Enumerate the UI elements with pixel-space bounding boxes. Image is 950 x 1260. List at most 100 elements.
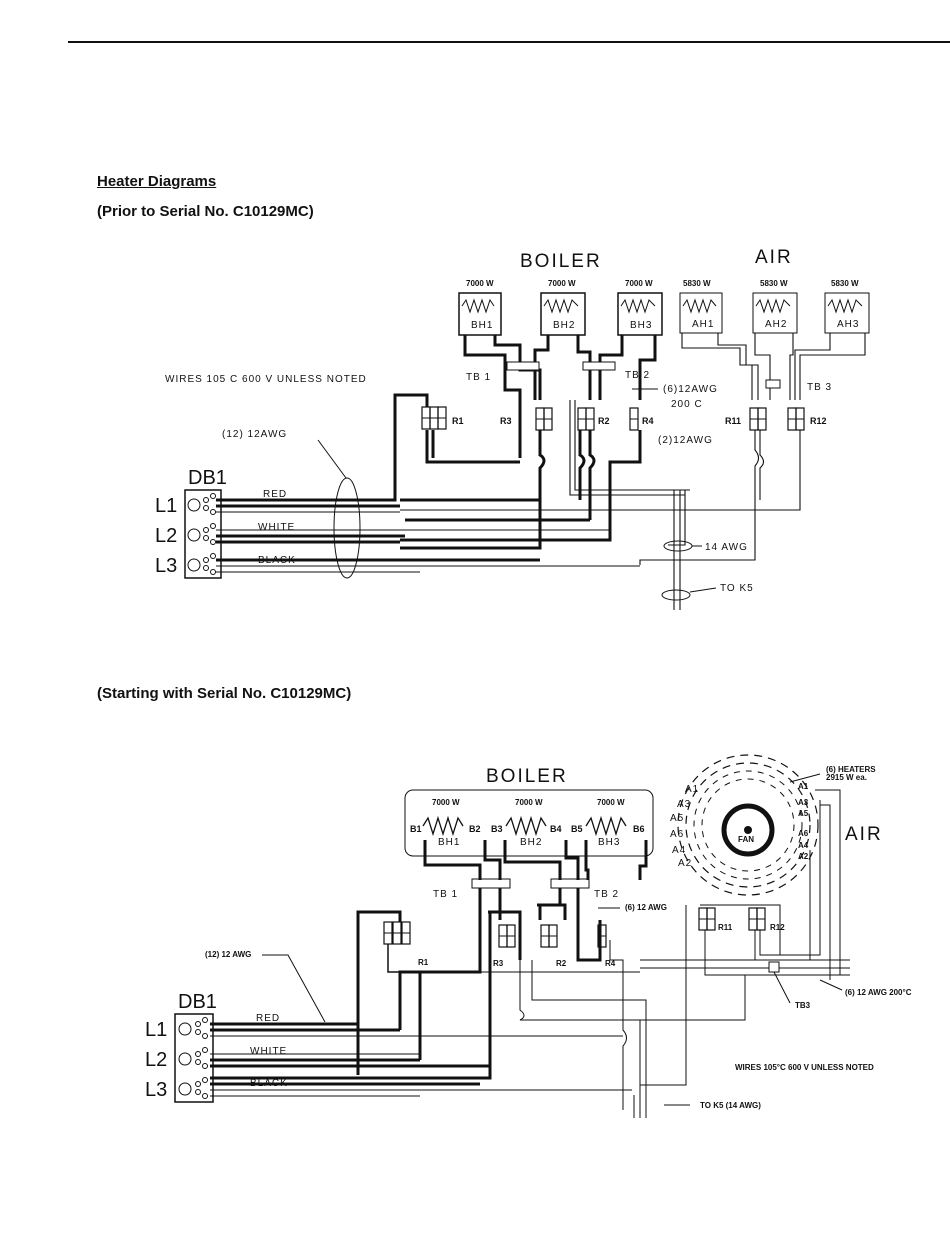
d2-tb1-box bbox=[471, 878, 511, 889]
d1-k5-ellipse bbox=[661, 589, 691, 601]
air-terminal-label: A4 bbox=[798, 841, 809, 850]
subtitle-prior: (Prior to Serial No. C10129MC) bbox=[97, 203, 314, 220]
d1-tb1-box bbox=[506, 361, 540, 371]
heater-rating: 7000 W bbox=[466, 279, 494, 288]
heater-rating: 5830 W bbox=[831, 279, 859, 288]
d1-12awg-leader bbox=[317, 439, 347, 479]
d2-wire-white: WHITE bbox=[250, 1046, 287, 1057]
d1-boiler-heater-bh3: 7000 W BH3 bbox=[617, 279, 663, 336]
d2-boiler-heater-bh1: 7000 W B1 B2 BH1 bbox=[410, 798, 481, 848]
d1-air-leads bbox=[400, 333, 866, 610]
d2-thin-wiring bbox=[430, 789, 850, 1110]
air-terminal-label: A3 bbox=[798, 798, 809, 807]
d2-relay-r4: R4 bbox=[597, 924, 616, 968]
d1-line-l2: L2 bbox=[155, 525, 177, 547]
relay-label: R3 bbox=[493, 959, 504, 968]
d2-to-k5: TO K5 (14 AWG) bbox=[700, 1101, 761, 1110]
d1-tb1-label: TB 1 bbox=[466, 372, 491, 383]
heater-label: BH3 bbox=[598, 837, 620, 848]
heater-rating: 5830 W bbox=[760, 279, 788, 288]
air-terminal-label: A5 bbox=[670, 813, 684, 824]
d2-relay-r11: R11 bbox=[698, 907, 733, 932]
relay-label: R4 bbox=[642, 416, 654, 426]
d2-wire-red: RED bbox=[256, 1013, 280, 1024]
d1-wire-red: RED bbox=[263, 489, 287, 500]
d1-to-k5: TO K5 bbox=[720, 583, 754, 594]
d1-wires-note: WIRES 105 C 600 V UNLESS NOTED bbox=[165, 374, 367, 385]
d2-db1-label: DB1 bbox=[178, 991, 217, 1013]
heater-rating: 7000 W bbox=[515, 798, 543, 807]
d2-6awg-200c-note: (6) 12 AWG 200°C bbox=[845, 988, 912, 997]
d1-relay-r2: R2 bbox=[577, 407, 610, 431]
d2-air-right-terminals: A1 A3 A5 A6 A4 A2 bbox=[798, 782, 809, 861]
d1-air-heater-ah3: 5830 W AH3 bbox=[824, 279, 870, 334]
d1-boiler-heater-bh1: 7000 W BH1 bbox=[458, 279, 502, 336]
d2-boiler-label: BOILER bbox=[486, 766, 568, 787]
terminal-label: B1 bbox=[410, 824, 422, 834]
d2-relay-r3: R3 bbox=[493, 924, 516, 968]
air-terminal-label: A4 bbox=[672, 845, 686, 856]
d1-tb2-box bbox=[582, 361, 616, 371]
air-terminal-label: A2 bbox=[678, 858, 692, 869]
d2-line-l2: L2 bbox=[145, 1049, 167, 1071]
d1-boiler-leads bbox=[400, 335, 657, 550]
d1-tb3-box bbox=[765, 379, 781, 389]
d2-12-12awg-note: (12) 12 AWG bbox=[205, 950, 251, 959]
d2-tb3-box bbox=[768, 961, 780, 973]
d1-relay-r3: R3 bbox=[500, 407, 553, 431]
d2-relay-r1: R1 bbox=[356, 910, 429, 1075]
heater-label: AH2 bbox=[765, 319, 787, 330]
d1-air-heater-ah1: 5830 W AH1 bbox=[679, 279, 723, 334]
d2-db1-terminals bbox=[178, 1017, 208, 1099]
d1-relay-r11: R11 bbox=[725, 407, 767, 431]
d1-relay-r1: R1 bbox=[421, 406, 464, 430]
air-terminal-label: A1 bbox=[798, 782, 809, 791]
d1-12awg-note: (12) 12AWG bbox=[222, 429, 287, 440]
relay-label: R4 bbox=[605, 959, 616, 968]
heater-label: AH1 bbox=[692, 319, 714, 330]
d2-heaters-note-2: 2915 W ea. bbox=[826, 773, 867, 782]
d2-tb2-label: TB 2 bbox=[594, 889, 619, 900]
air-terminal-label: A6 bbox=[670, 829, 684, 840]
heater-label: AH3 bbox=[837, 319, 859, 330]
d2-wire-black: BLACK bbox=[250, 1078, 288, 1089]
d1-line-l3: L3 bbox=[155, 555, 177, 577]
d1-k5-leader bbox=[689, 587, 717, 593]
terminal-label: B5 bbox=[571, 824, 583, 834]
d2-db1-block bbox=[174, 1013, 214, 1103]
heater-label: BH3 bbox=[630, 320, 652, 331]
heater-rating: 7000 W bbox=[548, 279, 576, 288]
d2-heaters-note-1: (6) HEATERS bbox=[826, 765, 876, 774]
air-terminal-label: A6 bbox=[798, 829, 809, 838]
relay-label: R12 bbox=[770, 923, 785, 932]
heater-label: BH1 bbox=[471, 320, 493, 331]
d2-relay-r12: R12 bbox=[748, 907, 785, 932]
d1-tb3-label: TB 3 bbox=[807, 382, 832, 393]
d2-tb1-label: TB 1 bbox=[433, 889, 458, 900]
subtitle-starting: (Starting with Serial No. C10129MC) bbox=[97, 685, 352, 702]
d2-line-l3: L3 bbox=[145, 1079, 167, 1101]
d1-bundle-ellipse bbox=[333, 477, 361, 579]
d1-wire-black: BLACK bbox=[258, 555, 296, 566]
page-title: Heater Diagrams bbox=[97, 173, 217, 190]
d2-boiler-box bbox=[404, 789, 654, 857]
d2-boiler-heater-bh3: 7000 W B5 B6 BH3 bbox=[571, 798, 645, 848]
d1-6awg-note: (6)12AWG bbox=[663, 384, 718, 395]
relay-label: R1 bbox=[418, 958, 429, 967]
d2-k5-arrows bbox=[633, 1095, 690, 1118]
air-terminal-label: A5 bbox=[798, 809, 809, 818]
d2-feed-wires bbox=[210, 972, 632, 1097]
d2-air-left-terminals: A1 A3 A5 A6 A4 A2 bbox=[670, 784, 698, 869]
d1-boiler-heater-bh2: 7000 W BH2 bbox=[540, 279, 586, 336]
heater-label: BH1 bbox=[438, 837, 460, 848]
d1-feed-wires bbox=[216, 393, 640, 573]
air-terminal-label: A2 bbox=[798, 852, 809, 861]
relay-label: R2 bbox=[598, 416, 610, 426]
header-rule bbox=[68, 41, 950, 43]
d2-wires-note: WIRES 105°C 600 V UNLESS NOTED bbox=[735, 1063, 874, 1072]
heater-rating: 7000 W bbox=[625, 279, 653, 288]
d2-fan-label: FAN bbox=[738, 835, 754, 844]
relay-label: R1 bbox=[452, 416, 464, 426]
heater-rating: 5830 W bbox=[683, 279, 711, 288]
fan-icon bbox=[721, 803, 775, 857]
